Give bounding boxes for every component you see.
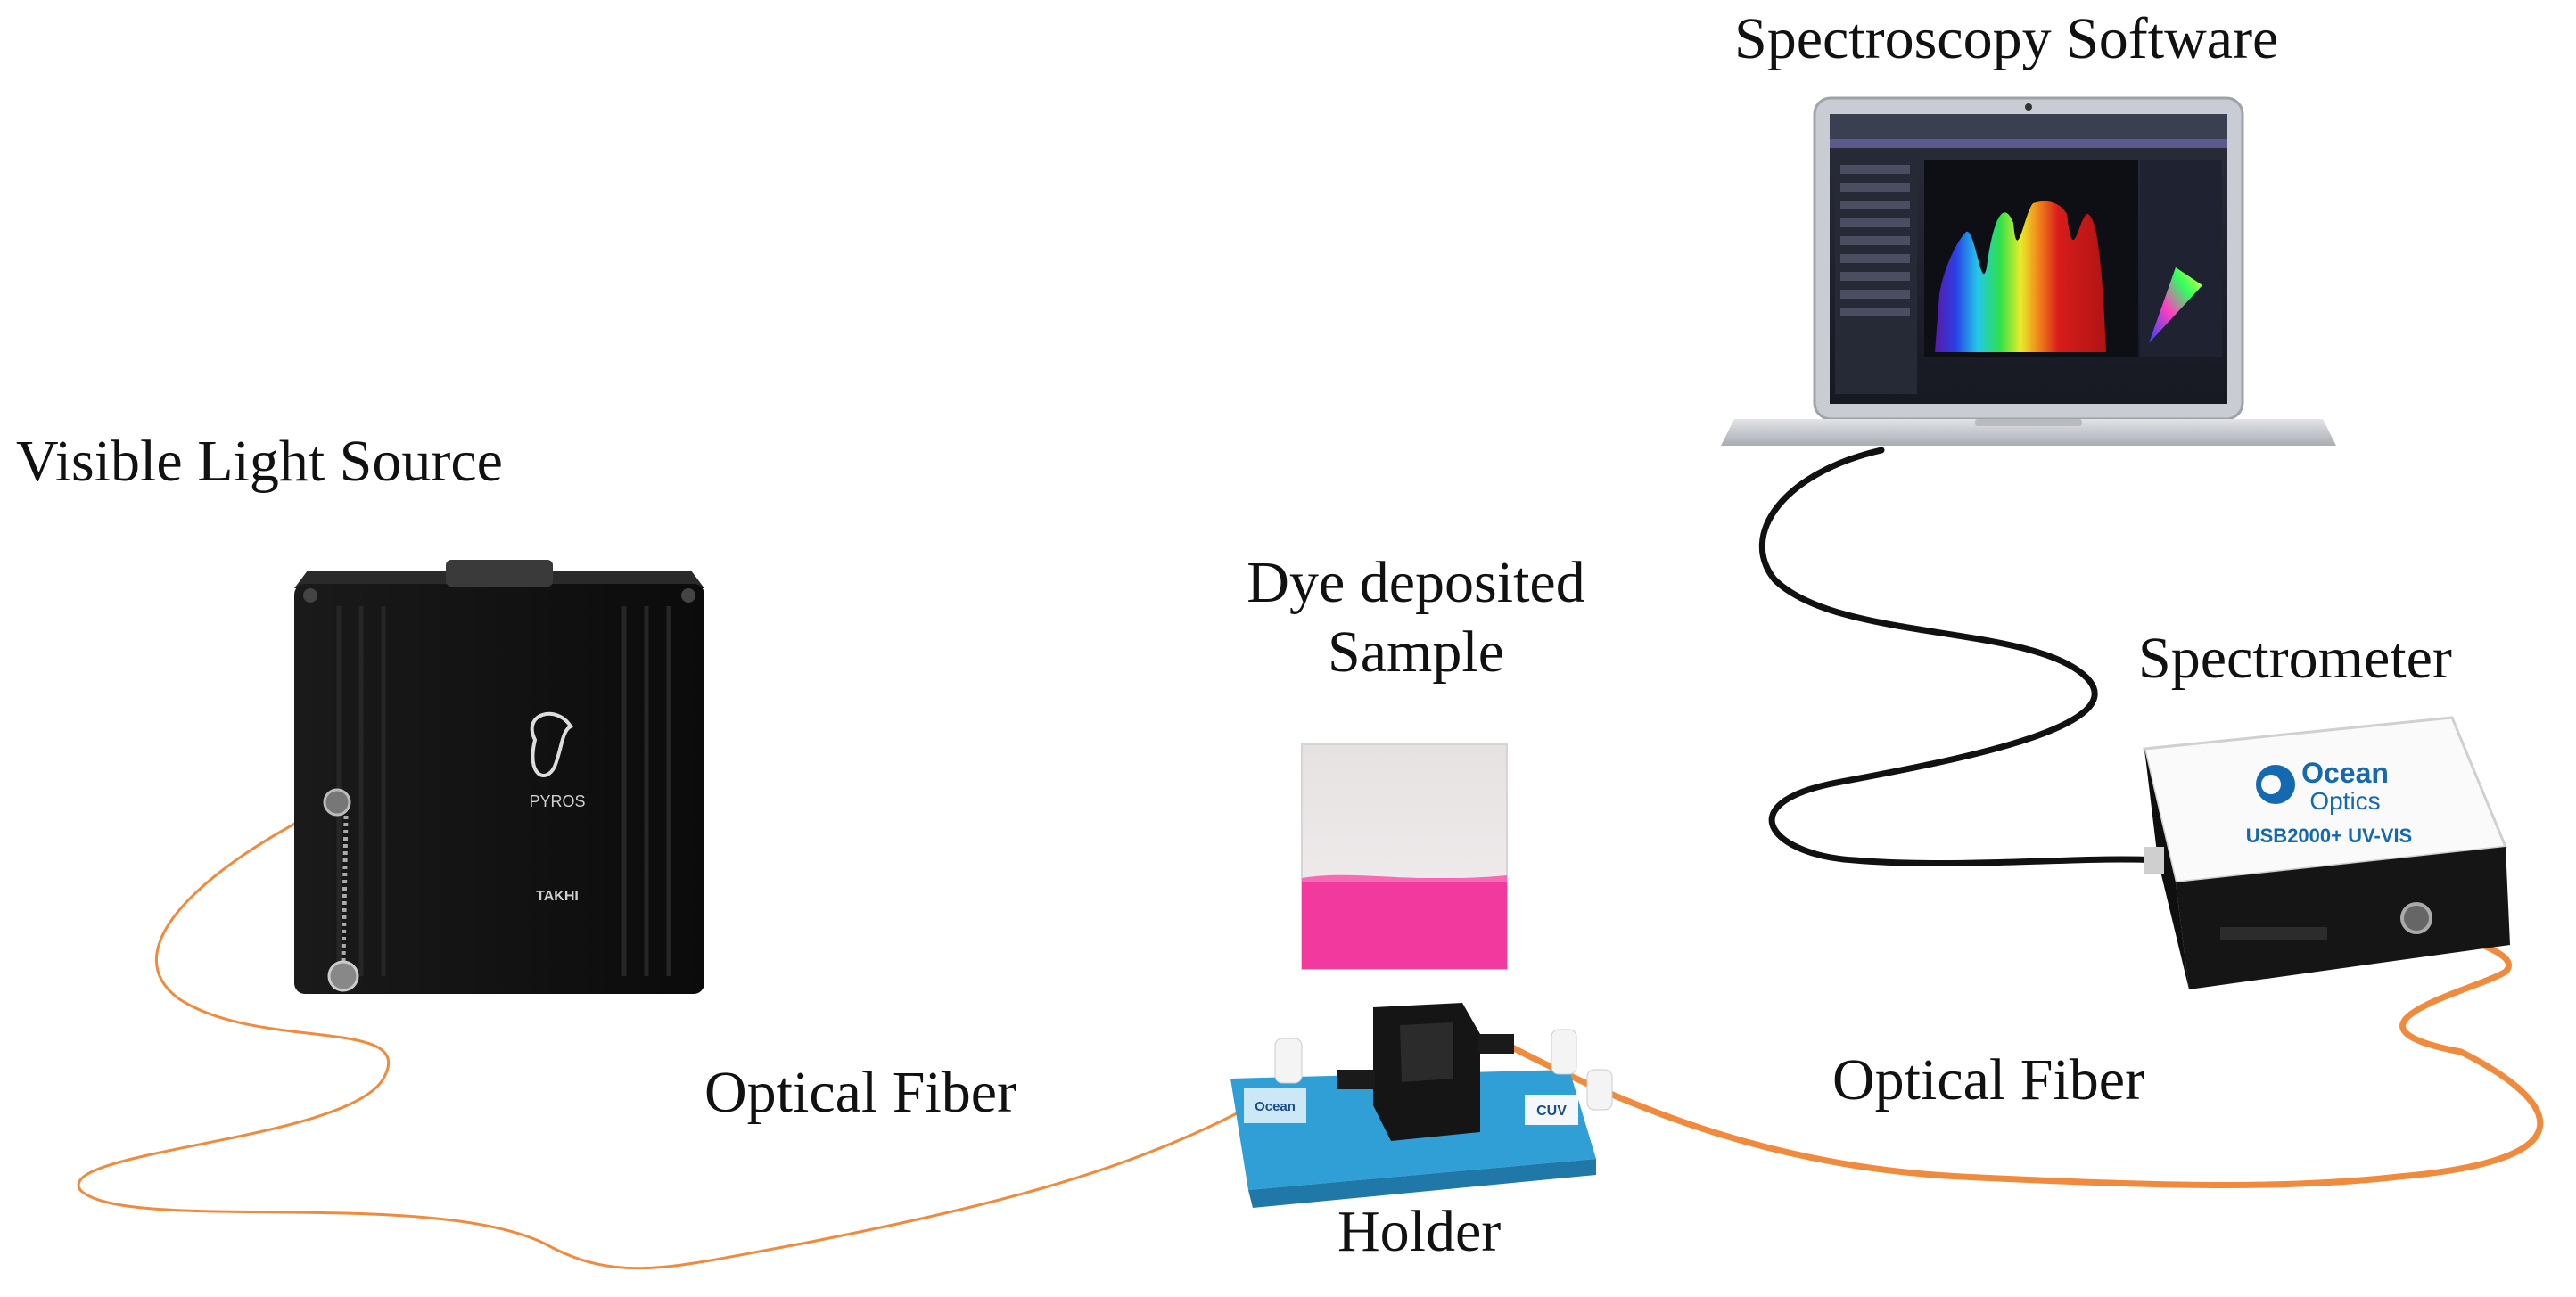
light-source-brand: PYROS — [529, 792, 585, 810]
spectrometer-device: Ocean Optics USB2000+ UV-VIS — [2143, 716, 2510, 989]
spectrometer-brand-2: Optics — [2309, 787, 2380, 815]
optical-fiber-left — [77, 800, 1245, 1270]
light-source-device: PYROS TAKHI — [294, 560, 704, 994]
label-spectrometer: Spectrometer — [2138, 626, 2452, 691]
label-optical-fiber-left: Optical Fiber — [704, 1060, 1017, 1125]
usb-cable — [1758, 447, 2161, 867]
laptop — [1721, 96, 2336, 446]
label-visible-light-source: Visible Light Source — [16, 429, 503, 494]
label-dye-sample-line2: Sample — [1328, 620, 1504, 685]
light-source-model: TAKHI — [536, 889, 579, 904]
spectrometer-model: USB2000+ UV-VIS — [2246, 825, 2412, 847]
spectrometer-brand-1: Ocean — [2301, 757, 2389, 789]
holder-brand: Ocean — [1255, 1099, 1296, 1114]
label-spectroscopy-software: Spectroscopy Software — [1734, 6, 2279, 71]
holder-model: CUV — [1536, 1104, 1567, 1119]
cuvette-holder: Ocean CUV — [1230, 1003, 1613, 1208]
optical-fiber-right — [1503, 923, 2544, 1188]
label-optical-fiber-right: Optical Fiber — [1832, 1047, 2145, 1112]
label-dye-sample-line1: Dye deposited — [1247, 550, 1585, 615]
label-holder: Holder — [1337, 1199, 1502, 1264]
dye-sample — [1301, 743, 1508, 970]
